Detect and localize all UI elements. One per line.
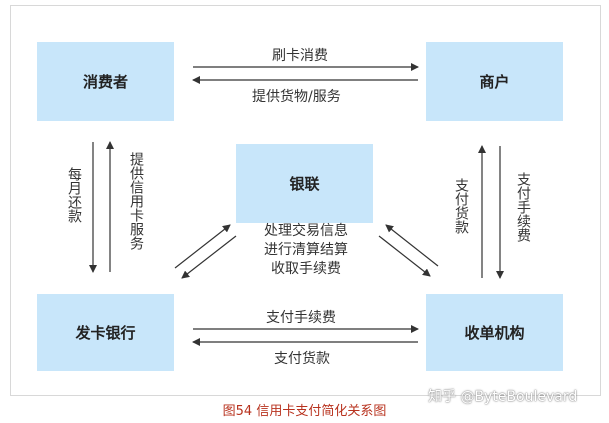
unionpay-function-item: 进行清算结算 [264,242,348,258]
figure-caption: 图54 信用卡支付简化关系图 [222,404,387,419]
edge-label-merchant-to-consumer: 提供货物/服务 [252,89,341,105]
edge-label-merchant-to-acquirer: 支付手续费 [515,172,531,242]
edge-label-consumer-to-issuer: 每月还款 [66,167,82,223]
unionpay-function-item: 收取手续费 [271,261,341,277]
node-issuer-label: 发卡银行 [75,324,136,342]
unionpay-function-item: 处理交易信息 [264,223,348,239]
arrow-issuer-to-unionpay [174,224,231,269]
watermark: 知乎 @ByteBoulevard [428,389,578,405]
edge-label-acquirer-to-merchant: 支付货款 [453,178,469,234]
arrow-unionpay-to-acquirer [378,235,431,277]
edge-label-acquirer-to-issuer: 支付货款 [274,351,330,367]
node-acquirer-label: 收单机构 [464,324,525,342]
arrow-unionpay-to-issuer [181,235,237,279]
edge-label-consumer-to-merchant: 刷卡消费 [272,48,328,64]
node-merchant: 商户 [426,42,563,121]
node-acquirer: 收单机构 [426,294,563,371]
node-consumer: 消费者 [37,42,174,121]
node-unionpay-label: 银联 [289,175,320,193]
node-unionpay: 银联 [236,144,373,223]
unionpay-functions: 处理交易信息 进行清算结算 收取手续费 [236,222,376,279]
node-merchant-label: 商户 [479,73,510,91]
node-issuer: 发卡银行 [37,294,174,371]
edge-label-issuer-to-acquirer: 支付手续费 [266,310,336,326]
edge-label-issuer-to-consumer: 提供信用卡服务 [128,152,144,250]
arrow-acquirer-to-unionpay [385,224,439,267]
node-consumer-label: 消费者 [82,73,128,91]
